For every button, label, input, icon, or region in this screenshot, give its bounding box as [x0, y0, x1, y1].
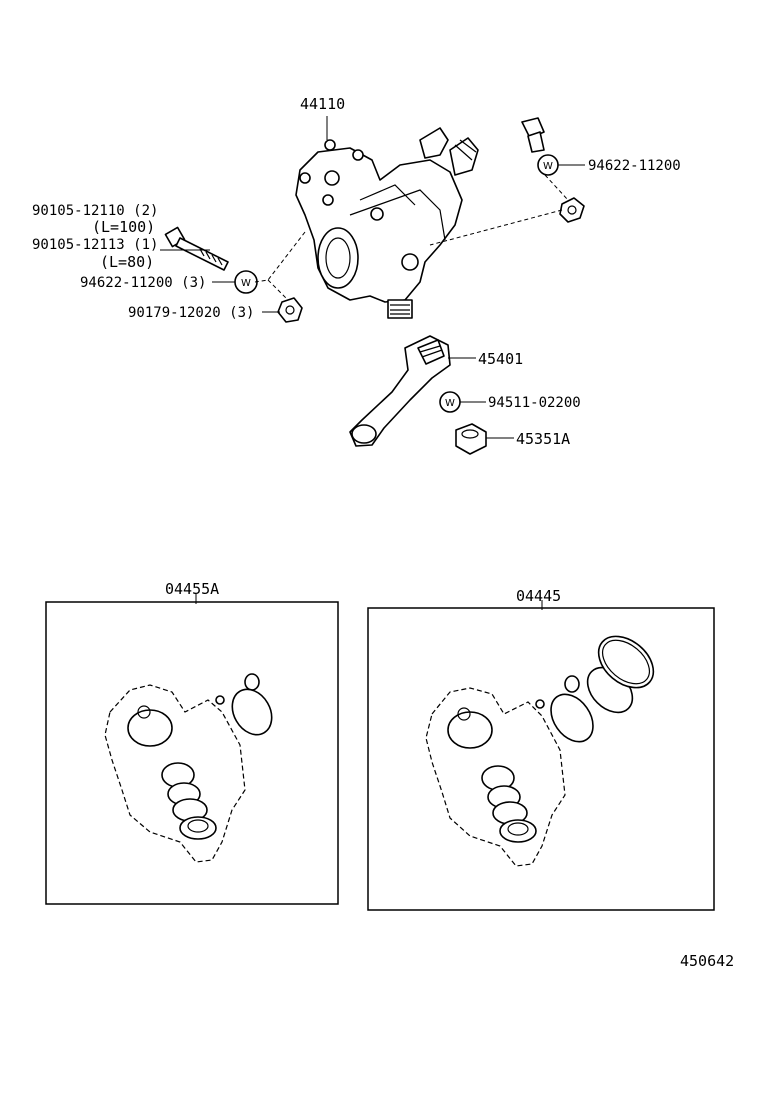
kit-box-a [45, 601, 339, 905]
label-kit-a: 04455A [165, 580, 219, 598]
label-washer-left: 94622-11200 (3) [80, 275, 206, 291]
label-pitman-arm: 45401 [478, 350, 523, 368]
nut-left [277, 297, 303, 323]
washer-right: W [537, 154, 559, 176]
label-washer-pitman: 94511-02200 [488, 395, 581, 411]
label-bolt-1-length: (L=100) [92, 218, 155, 236]
nut-pitman [455, 423, 487, 455]
washer-left: W [234, 270, 258, 294]
nut-right [559, 197, 585, 223]
steering-gear-housing [295, 127, 479, 319]
washer-mark-right: W [543, 161, 553, 172]
illustration-number: 450642 [680, 952, 734, 970]
kit-box-b [367, 607, 715, 911]
label-nut-pitman: 45351A [516, 430, 570, 448]
gasket-set-b [425, 635, 655, 867]
label-bolt-1: 90105-12110 (2) [32, 203, 158, 219]
label-gear-housing: 44110 [300, 95, 345, 113]
bolt-right [521, 117, 545, 153]
dash-right-assembly [429, 174, 569, 246]
label-washer-right: 94622-11200 [588, 158, 681, 174]
dash-left-assembly [254, 231, 306, 301]
washer-pitman: W [439, 391, 461, 413]
washer-mark-left: W [241, 278, 251, 289]
label-bolt-2: 90105-12113 (1) [32, 237, 158, 253]
label-nut-left: 90179-12020 (3) [128, 305, 254, 321]
washer-mark-pitman: W [445, 398, 455, 409]
mounting-bolt [164, 226, 229, 271]
label-bolt-2-length: (L=80) [100, 253, 154, 271]
gasket-set-a [104, 673, 273, 863]
label-kit-b: 04445 [516, 587, 561, 605]
pitman-arm [349, 335, 451, 447]
